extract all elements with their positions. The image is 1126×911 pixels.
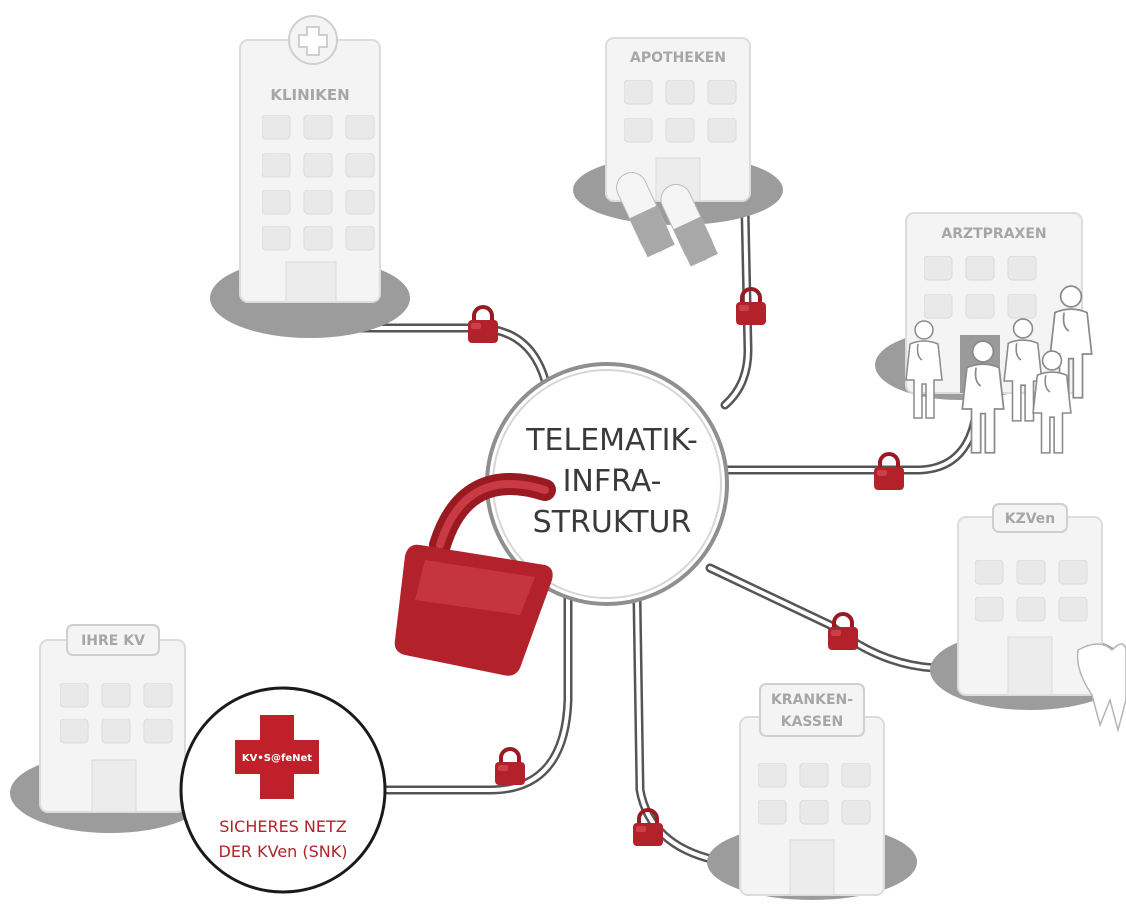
- label-krankenkassen-line2: KASSEN: [781, 714, 844, 730]
- label-krankenkassen-line1: KRANKEN-: [771, 692, 853, 708]
- label-arztpraxen: ARZTPRAXEN: [941, 226, 1046, 242]
- tooth-icon: [1076, 643, 1126, 733]
- cable-snk: [375, 585, 573, 795]
- node-snk: KV•S@feNet SICHERES NETZ DER KVen (SNK): [179, 686, 387, 894]
- cable-kzven: [705, 563, 940, 673]
- cable-apotheken: [720, 205, 753, 410]
- snk-label-line2: DER KVen (SNK): [219, 842, 348, 861]
- building-door: [91, 759, 137, 813]
- telematik-label-line1: TELEMATIK-: [525, 423, 698, 458]
- padlock-icon: [468, 307, 498, 343]
- padlock-icon: [828, 614, 858, 650]
- label-kliniken: KLINIKEN: [270, 86, 349, 104]
- label-apotheken: APOTHEKEN: [630, 50, 726, 66]
- telematik-label-line3: STRUKTUR: [533, 505, 692, 540]
- cable-kliniken: [305, 323, 550, 385]
- node-telematik: TELEMATIK- INFRA- STRUKTUR: [485, 362, 729, 606]
- node-ihre-kv: IHRE KV: [10, 624, 210, 833]
- node-kzven: KZVen: [930, 503, 1126, 733]
- label-kzven: KZVen: [1005, 511, 1056, 527]
- building-door: [285, 261, 337, 303]
- snk-label-line1: SICHERES NETZ: [219, 817, 347, 836]
- sign-board: [759, 683, 865, 737]
- cable-krankenkassen: [632, 595, 720, 865]
- node-arztpraxen: ARZTPRAXEN: [875, 212, 1093, 454]
- telematik-label-line2: INFRA-: [563, 464, 662, 499]
- sign-board: [66, 624, 160, 656]
- padlock-icon: [394, 473, 556, 676]
- node-kliniken: KLINIKEN: [210, 15, 410, 338]
- building-door: [1007, 636, 1053, 696]
- label-ihre-kv: IHRE KV: [81, 633, 145, 649]
- cable-arztpraxen: [720, 415, 980, 475]
- medical-cross-icon: [235, 715, 319, 799]
- padlock-icon: [874, 454, 904, 490]
- node-apotheken: APOTHEKEN: [573, 37, 783, 267]
- snk-brand-label: KV•S@feNet: [242, 753, 312, 764]
- sign-board: [992, 503, 1068, 533]
- node-krankenkassen: KRANKEN- KASSEN: [707, 683, 917, 900]
- padlock-icon: [495, 749, 525, 785]
- pill-capsule-icon: [616, 172, 718, 267]
- building-door: [789, 839, 835, 896]
